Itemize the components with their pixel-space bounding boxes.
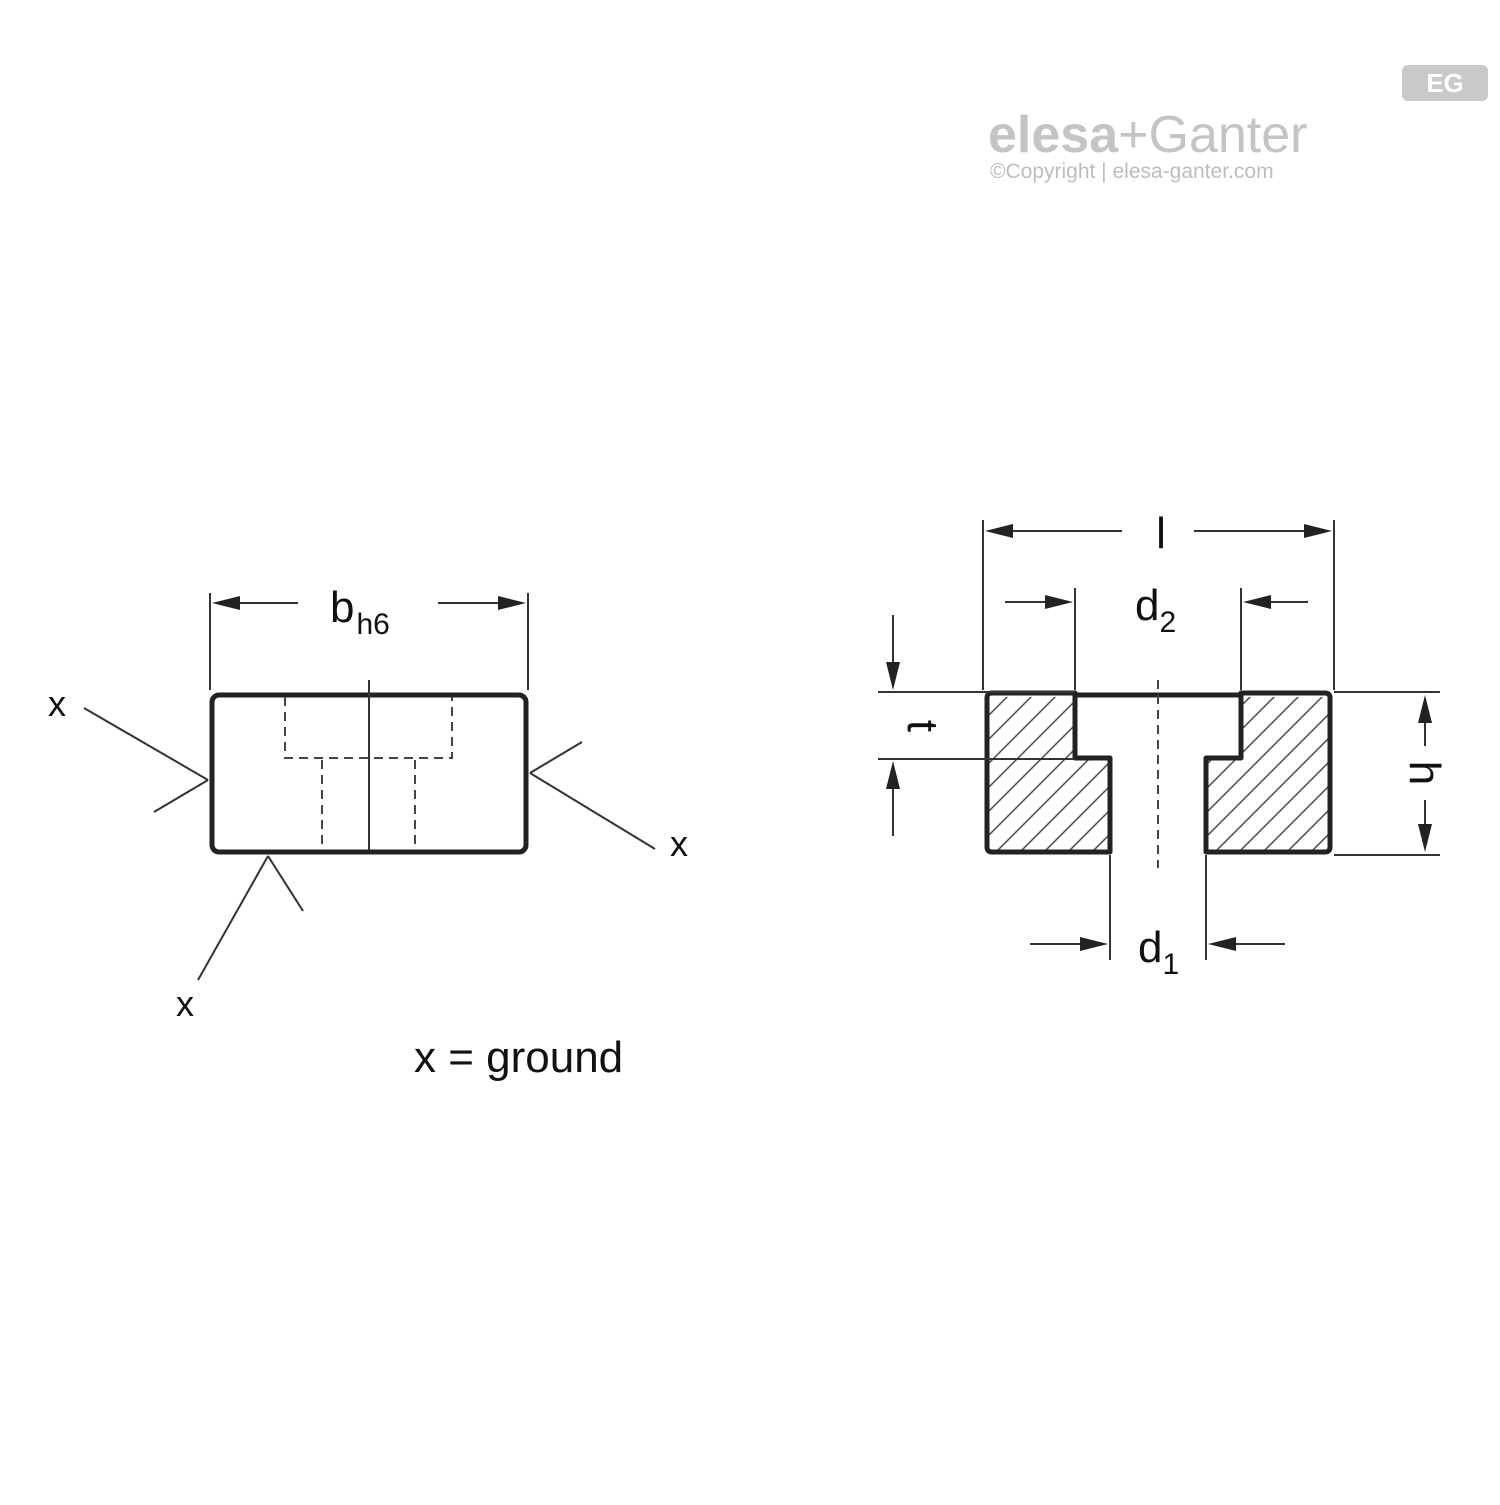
hatch-line	[987, 697, 1110, 852]
arrow-icon	[886, 662, 900, 690]
arrow-icon	[1304, 524, 1332, 538]
svg-text:x: x	[176, 983, 194, 1024]
hatch-line	[987, 697, 1108, 852]
hatch-line	[1067, 697, 1110, 852]
hatch-line	[1212, 693, 1371, 852]
hidden-counterbore	[284, 697, 453, 759]
hatch-line	[1043, 697, 1110, 852]
arrow-icon	[212, 596, 240, 610]
hatch-line	[1260, 693, 1419, 852]
arrow-icon	[985, 524, 1013, 538]
hatch-line	[1206, 697, 1303, 852]
hatch-line	[1206, 697, 1255, 852]
counterbore-label: d2	[1135, 581, 1176, 639]
hatch-line	[1238, 697, 1330, 852]
arrow-icon	[886, 761, 900, 789]
section-left-outline	[984, 690, 1113, 855]
width-label: bh6	[330, 583, 390, 641]
hole-label: d1	[1138, 923, 1179, 981]
hatch-line	[995, 697, 1110, 852]
hatch-line	[1091, 697, 1110, 852]
length-label: l	[1156, 509, 1166, 558]
hatch-line	[1206, 697, 1279, 852]
hatch-line	[1116, 693, 1275, 852]
hatch-line	[987, 697, 1084, 852]
arrow-icon	[1243, 595, 1271, 609]
arrow-icon	[498, 596, 526, 610]
hatch-line	[1479, 693, 1500, 852]
front-view: bh6 x x x x = ground	[48, 583, 688, 1082]
logo-wordmark: elesa+Ganter	[988, 106, 1308, 164]
logo-copyright: ©Copyright | elesa-ganter.com	[990, 160, 1274, 183]
arrow-icon	[1045, 595, 1073, 609]
depth-label: t	[898, 720, 947, 732]
arrow-icon	[1418, 824, 1432, 852]
arrow-icon	[1418, 695, 1432, 723]
brand-logo: EG elesa+Ganter ©Copyright | elesa-gante…	[988, 65, 1488, 183]
hatch-line	[1214, 697, 1330, 852]
hatch-line	[1206, 697, 1207, 852]
hatch-line	[1236, 693, 1395, 852]
eg-badge-icon: EG	[1402, 65, 1488, 101]
hatch-line	[1206, 697, 1327, 852]
svg-text:x: x	[670, 823, 688, 864]
height-label: h	[1400, 761, 1449, 785]
hatch-line	[1188, 693, 1347, 852]
hatch-line	[987, 697, 1036, 852]
hatch-line	[1286, 697, 1330, 852]
hatch-line	[1140, 693, 1299, 852]
hatch-line	[987, 697, 988, 852]
section-right-outline	[1203, 690, 1333, 855]
arrow-icon	[1208, 937, 1236, 951]
hatch-line	[1019, 697, 1110, 852]
hatch-line	[1206, 697, 1330, 852]
section-view: l d2 d1 t h	[878, 509, 1500, 981]
svg-text:EG: EG	[1426, 68, 1464, 98]
arrow-icon	[1080, 937, 1108, 951]
ground-symbol-bottom: x	[176, 855, 304, 1024]
svg-text:x: x	[48, 683, 66, 724]
ground-symbol-left: x	[48, 683, 209, 813]
ground-symbol-right: x	[529, 741, 688, 864]
hatch-line	[1455, 693, 1500, 852]
ground-legend: x = ground	[414, 1033, 623, 1082]
hatch-line	[1262, 697, 1330, 852]
hatch-line	[987, 697, 1060, 852]
